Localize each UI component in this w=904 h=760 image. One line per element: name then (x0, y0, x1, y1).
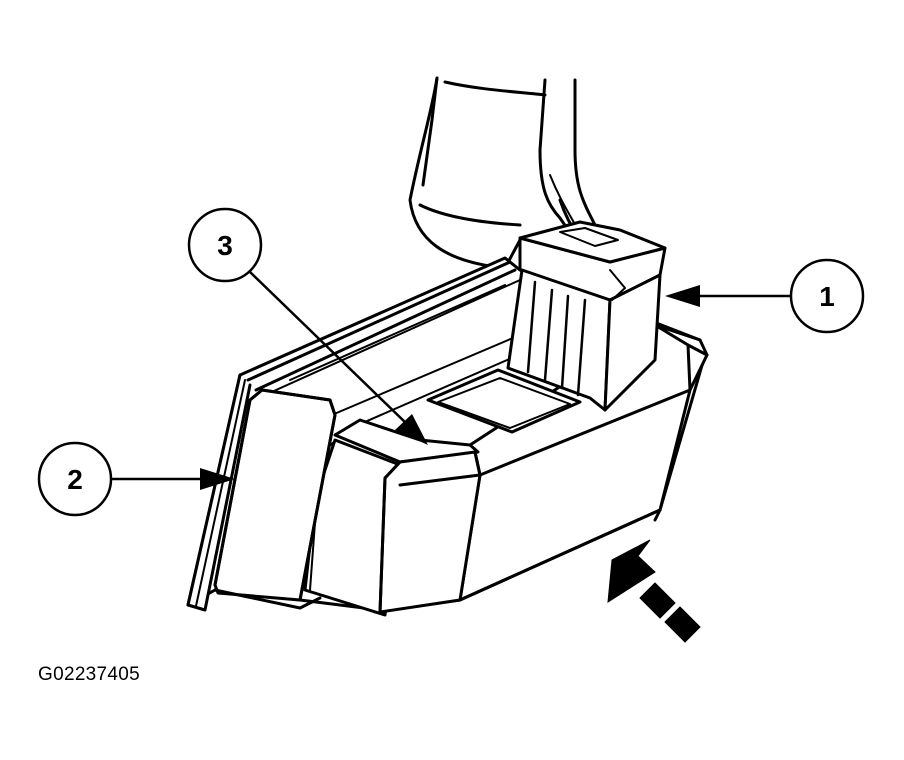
trim-panel (408, 76, 547, 270)
callout-1-label: 1 (819, 281, 835, 312)
left-button (213, 388, 337, 610)
middle-button (303, 418, 482, 617)
electrical-connector (506, 220, 667, 412)
direction-arrow (607, 539, 701, 643)
callout-3: 3 (187, 207, 428, 445)
figure-id: G02237405 (38, 664, 141, 685)
callout-1: 1 (665, 258, 865, 334)
callout-2: 2 (37, 441, 235, 517)
callout-3-label: 3 (217, 230, 233, 261)
callout-2-label: 2 (67, 464, 83, 495)
wire-harness (538, 78, 607, 247)
